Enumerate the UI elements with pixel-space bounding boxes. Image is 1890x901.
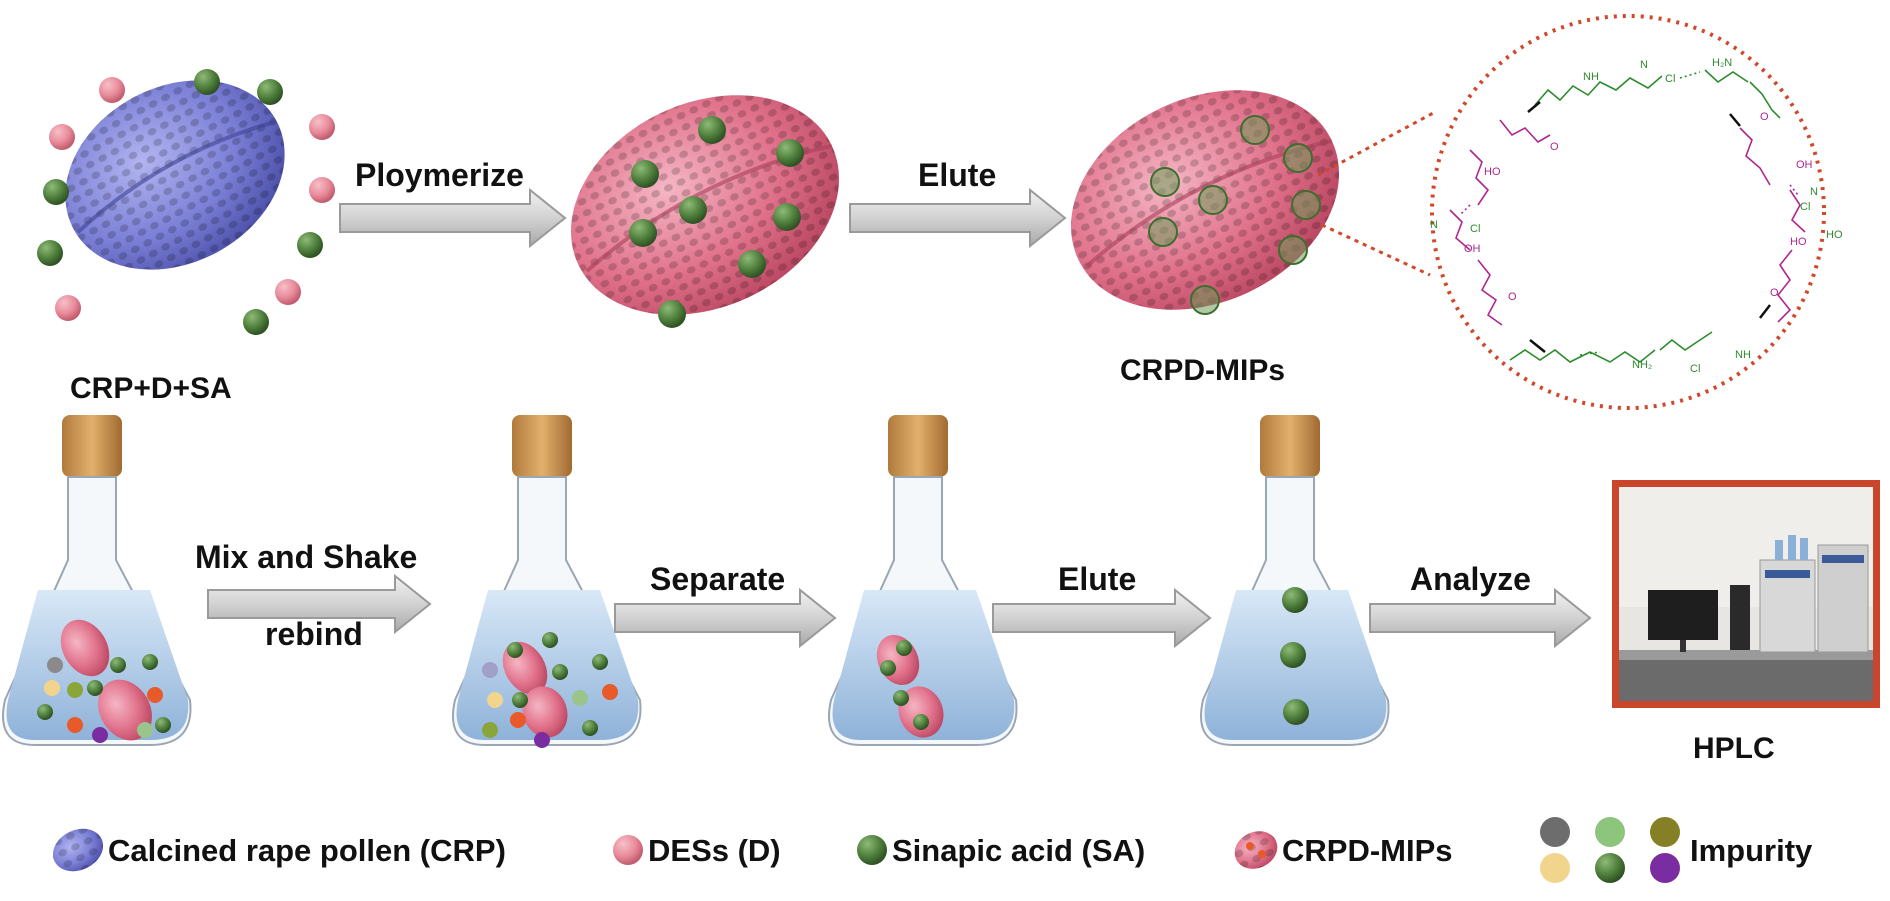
step-separate: Separate bbox=[650, 561, 785, 597]
svg-text:O: O bbox=[1770, 287, 1779, 299]
svg-text:CRPD-MIPs: CRPD-MIPs bbox=[1120, 354, 1285, 387]
arrow-elute-bottom bbox=[992, 587, 1212, 649]
svg-text:NH₂: NH₂ bbox=[1632, 359, 1652, 371]
svg-text:OH: OH bbox=[1464, 243, 1481, 255]
svg-text:CRP+D+SA: CRP+D+SA bbox=[70, 372, 232, 405]
legend-text-impurity: Impurity bbox=[1690, 833, 1813, 868]
svg-text:N: N bbox=[1430, 219, 1438, 231]
pollen-blue-icon bbox=[52, 828, 104, 872]
legend-text-crp: Calcined rape pollen (CRP) bbox=[108, 833, 506, 868]
step-analyze: Analyze bbox=[1410, 561, 1531, 597]
arrow-polymerize bbox=[339, 187, 567, 249]
crpd-mips-pollen bbox=[1070, 90, 1340, 315]
svg-text:HO: HO bbox=[1484, 166, 1501, 178]
molecular-structure-zoom: NH N Cl H₂N NH₂ Cl NH N Cl Cl N OH HO OH… bbox=[1430, 14, 1843, 410]
legend-text-sa: Sinapic acid (SA) bbox=[892, 833, 1145, 868]
step-rebind: rebind bbox=[265, 616, 363, 652]
svg-text:HO: HO bbox=[1826, 229, 1843, 241]
svg-text:NH: NH bbox=[1735, 349, 1751, 361]
svg-text:Cl: Cl bbox=[1665, 73, 1675, 85]
label-hplc: HPLC bbox=[1693, 732, 1775, 765]
svg-text:Cl: Cl bbox=[1690, 363, 1700, 375]
svg-text:NH: NH bbox=[1583, 71, 1599, 83]
svg-text:N: N bbox=[1640, 59, 1648, 71]
hplc-photo bbox=[1612, 480, 1880, 708]
crp-pollen-with-dots bbox=[37, 69, 335, 335]
arrow-separate bbox=[614, 587, 837, 649]
svg-text:O: O bbox=[1508, 291, 1517, 303]
polymerized-pollen bbox=[570, 95, 840, 328]
svg-text:OH: OH bbox=[1796, 159, 1813, 171]
svg-text:H₂N: H₂N bbox=[1712, 57, 1732, 69]
svg-text:HPLC: HPLC bbox=[1693, 732, 1775, 765]
svg-text:O: O bbox=[1760, 111, 1769, 123]
step-elute-top: Elute bbox=[918, 157, 996, 193]
arrow-mix-shake bbox=[207, 573, 432, 635]
arrow-analyze bbox=[1369, 587, 1592, 649]
green-dot-icon bbox=[857, 835, 887, 865]
svg-text:HO: HO bbox=[1790, 236, 1807, 248]
legend: Calcined rape pollen (CRP) DESs (D) Sina… bbox=[52, 817, 1813, 883]
flask-2 bbox=[452, 415, 642, 748]
svg-text:O: O bbox=[1550, 141, 1559, 153]
label-crp-d-sa: CRP+D+SA bbox=[70, 372, 232, 405]
arrow-elute-top bbox=[849, 187, 1067, 249]
flask-4 bbox=[1200, 415, 1390, 746]
legend-text-crpd-mips: CRPD-MIPs bbox=[1282, 833, 1453, 868]
svg-text:N: N bbox=[1810, 186, 1818, 198]
step-mix-shake: Mix and Shake bbox=[195, 539, 417, 575]
label-crpd-mips: CRPD-MIPs bbox=[1120, 354, 1285, 387]
impurity-dots-icon bbox=[1540, 817, 1680, 883]
svg-text:Cl: Cl bbox=[1470, 223, 1480, 235]
flask-3 bbox=[828, 415, 1018, 746]
svg-text:Cl: Cl bbox=[1800, 201, 1810, 213]
pink-dot-icon bbox=[613, 835, 643, 865]
step-elute-bottom: Elute bbox=[1058, 561, 1136, 597]
legend-text-des: DESs (D) bbox=[648, 833, 781, 868]
flask-1 bbox=[2, 415, 192, 746]
step-polymerize: Ploymerize bbox=[355, 157, 524, 193]
pollen-pink-icon bbox=[1234, 831, 1278, 869]
zoom-lines bbox=[1317, 110, 1436, 277]
